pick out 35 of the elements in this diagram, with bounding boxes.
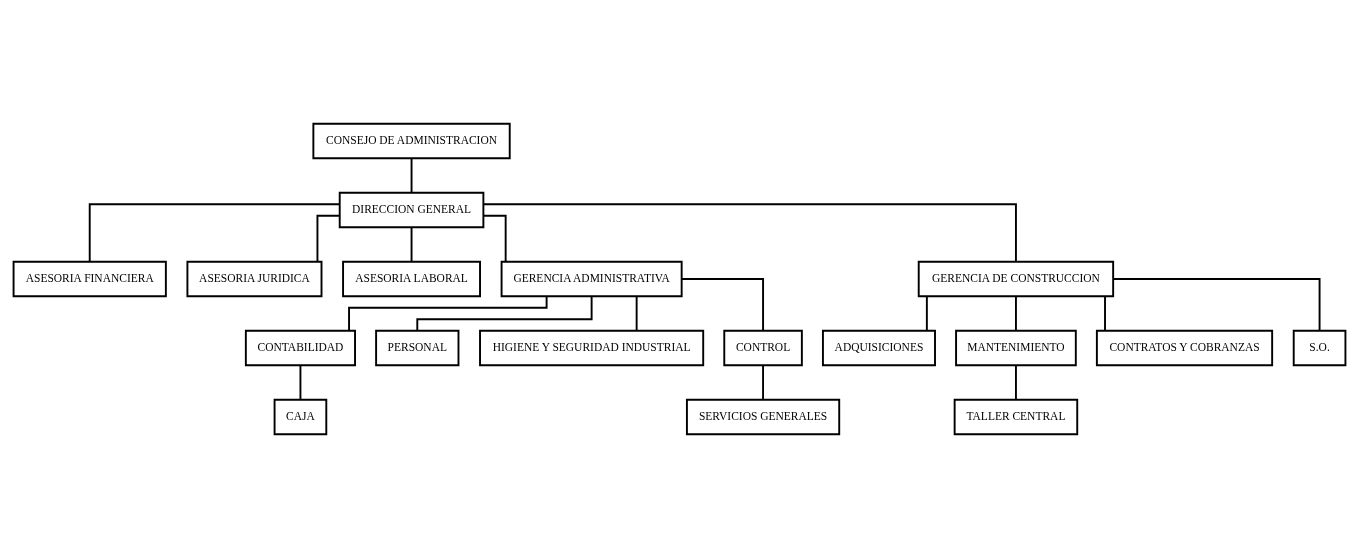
- connector: [88, 202, 341, 263]
- connector: [348, 294, 548, 332]
- node-box: CONTROL: [723, 329, 803, 366]
- connector: [416, 294, 593, 332]
- node-box: S.O.: [1292, 329, 1347, 366]
- connector: [925, 294, 928, 331]
- node-box: CONTRATOS Y COBRANZAS: [1095, 329, 1274, 366]
- connector: [680, 277, 765, 331]
- connector: [1015, 363, 1017, 400]
- connector: [1015, 294, 1017, 331]
- connector: [316, 214, 341, 263]
- node-box: SERVICIOS GENERALES: [685, 398, 841, 435]
- node-box: PERSONAL: [375, 329, 460, 366]
- connector: [1104, 294, 1106, 331]
- node-box: ASESORIA JURIDICA: [186, 260, 323, 297]
- node-box: CONSEJO DE ADMINISTRACION: [312, 122, 511, 159]
- node-box: MANTENIMIENTO: [955, 329, 1077, 366]
- node-box: CAJA: [273, 398, 328, 435]
- connector: [410, 157, 413, 193]
- connector: [482, 202, 1017, 263]
- connector: [299, 363, 302, 400]
- connector: [410, 226, 413, 262]
- node-box: ASESORIA LABORAL: [342, 260, 481, 297]
- node-box: ADQUISICIONES: [822, 329, 936, 366]
- node-box: GERENCIA ADMINISTRATIVA: [500, 260, 683, 297]
- connector: [762, 363, 765, 400]
- node-box: GERENCIA DE CONSTRUCCION: [917, 260, 1115, 297]
- node-box: ASESORIA FINANCIERA: [12, 260, 167, 297]
- connector: [482, 214, 507, 263]
- connector: [635, 294, 638, 331]
- node-box: DIRECCION GENERAL: [338, 191, 485, 228]
- node-box: CONTABILIDAD: [244, 329, 356, 366]
- node-box: HIGIENE Y SEGURIDAD INDUSTRIAL: [479, 329, 705, 366]
- connector: [1112, 277, 1321, 331]
- node-box: TALLER CENTRAL: [953, 398, 1079, 435]
